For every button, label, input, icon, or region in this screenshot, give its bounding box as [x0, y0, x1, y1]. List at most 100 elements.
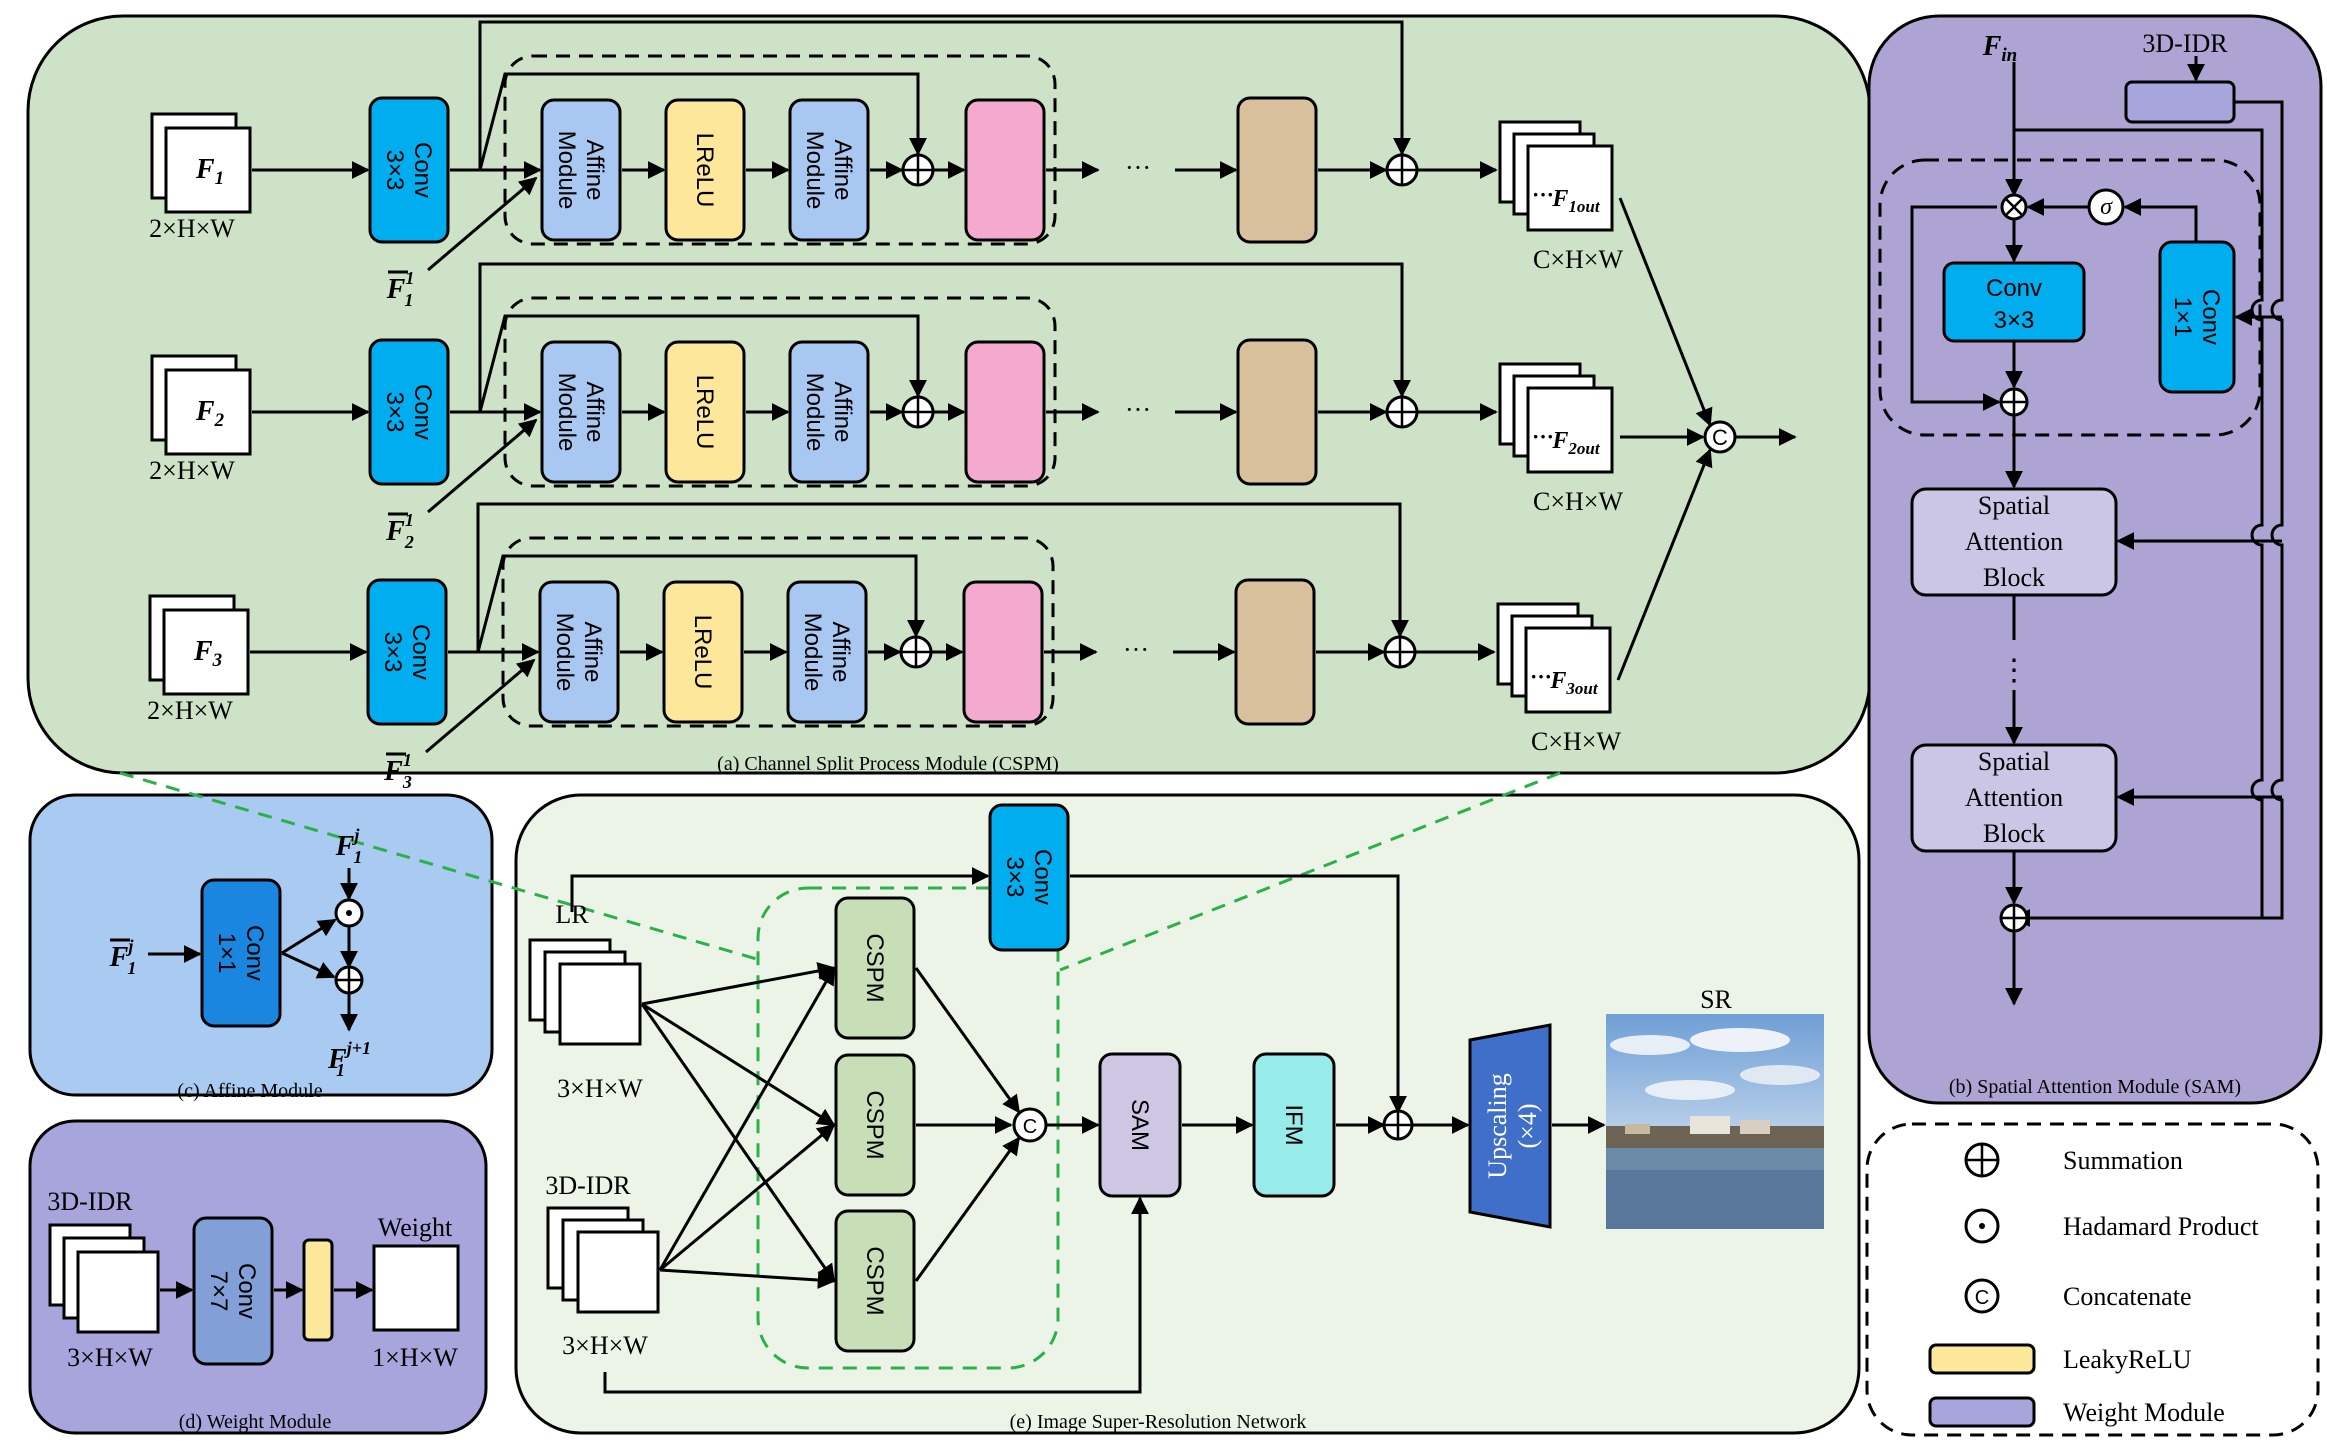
- legend-panel: [1865, 1122, 2320, 1437]
- svg-text:AffineModule: AffineModule: [799, 613, 854, 692]
- cspm-output-label: F1out: [1551, 186, 1600, 216]
- sr-label: SR: [1700, 985, 1732, 1014]
- svg-text:C: C: [1975, 1287, 1989, 1309]
- legend-concat-icon: [1964, 1278, 2000, 1314]
- cspm-input-label: F3: [193, 636, 222, 671]
- cspm-caption: (a) Channel Split Process Module (CSPM): [717, 753, 1059, 775]
- cspm-block-2: [834, 1053, 916, 1197]
- legend-leakyrelu: LeakyReLU: [2063, 1345, 2192, 1374]
- weight-input-label: 3D-IDR: [47, 1187, 133, 1216]
- cspm-lrelu: [664, 340, 746, 484]
- cspm-affine-module: [786, 580, 868, 724]
- network-ifm: [1252, 1052, 1336, 1198]
- sam-conv1x1: [2158, 240, 2236, 394]
- cspm-affine-module: [540, 340, 622, 484]
- svg-text:Conv1×1: Conv1×1: [213, 925, 268, 981]
- cspm-input-dims: 2×H×W: [147, 696, 233, 725]
- network-concat: [1012, 1107, 1048, 1143]
- concat-symbol: [1703, 420, 1737, 454]
- cspm-block-3: [834, 1209, 916, 1353]
- legend-weight: Weight Module: [2063, 1398, 2225, 1427]
- cspm-pink-block: [964, 98, 1046, 242]
- svg-text:IFM: IFM: [1280, 1104, 1307, 1145]
- cspm-output-label: F2out: [1551, 428, 1600, 458]
- concat-label: C: [1712, 425, 1728, 450]
- cspm-affine-block: [503, 54, 1057, 246]
- cspm-lrelu: [664, 98, 746, 242]
- svg-text:Conv3×3: Conv3×3: [1001, 849, 1056, 905]
- cspm-affine-module: [538, 580, 620, 724]
- legend-leakyrelu-icon: [1928, 1343, 2036, 1375]
- svg-text:⋮: ⋮: [1999, 654, 2029, 687]
- cspm-conv3x3: [368, 338, 450, 486]
- network-sam: [1098, 1052, 1182, 1198]
- cspm-conv3x3: [366, 578, 448, 726]
- cspm-tan-block: [1236, 338, 1318, 486]
- cspm-output-dims: C×H×W: [1533, 245, 1623, 274]
- weight-conv7x7: [192, 1216, 274, 1366]
- cspm-affine-block: [501, 536, 1055, 728]
- svg-text:···: ···: [1532, 182, 1554, 207]
- svg-text:Conv3×3: Conv3×3: [1986, 275, 2042, 334]
- svg-text:σ: σ: [2100, 194, 2113, 220]
- svg-text:Conv7×7: Conv7×7: [205, 1263, 260, 1319]
- affine-caption: (c) Affine Module: [177, 1080, 322, 1102]
- svg-text:Conv3×3: Conv3×3: [381, 142, 436, 198]
- cspm-ellipsis: ···: [1125, 395, 1151, 424]
- cspm-group-outline: [756, 886, 1060, 1370]
- sam-weight-module: [2124, 80, 2236, 124]
- svg-text:AffineModule: AffineModule: [553, 131, 608, 210]
- cspm-pink-block: [964, 340, 1046, 484]
- sam-idr-label: 3D-IDR: [2142, 29, 2228, 58]
- cspm-conv3x3: [368, 96, 450, 244]
- cspm-affine-module: [788, 340, 870, 484]
- idr-label: 3D-IDR: [545, 1171, 631, 1200]
- svg-text:AffineModule: AffineModule: [551, 613, 606, 692]
- legend: Summation Hadamard Product C Concatenate…: [1928, 1142, 2259, 1428]
- cspm-tan-block: [1236, 96, 1318, 244]
- cspm-affine-module: [788, 98, 870, 242]
- cspm-output-label: F3out: [1549, 668, 1598, 698]
- cspm-input-label: F2: [195, 396, 225, 431]
- network-conv3x3: [988, 803, 1070, 952]
- cspm-tan-block: [1234, 578, 1316, 726]
- affine-conv1x1: [200, 878, 282, 1028]
- svg-text:3×H×W: 3×H×W: [562, 1331, 648, 1360]
- cspm-input-dims: 2×H×W: [149, 214, 235, 243]
- svg-text:C: C: [1023, 1116, 1037, 1138]
- svg-text:Conv1×1: Conv1×1: [2169, 289, 2224, 345]
- cspm-ellipsis: ···: [1125, 153, 1151, 182]
- cspm-ellipsis: ···: [1123, 635, 1149, 664]
- weight-lrelu: [302, 1238, 334, 1342]
- cspm-output-dims: C×H×W: [1533, 487, 1623, 516]
- legend-summation: Summation: [2063, 1146, 2183, 1175]
- sam-inner-block: [1878, 158, 2262, 437]
- sam-caption: (b) Spatial Attention Module (SAM): [1949, 1076, 2241, 1098]
- svg-text:3×H×W: 3×H×W: [557, 1074, 643, 1103]
- cspm-lrelu: [662, 580, 744, 724]
- spatial-attention-block-2: [1910, 743, 2118, 853]
- cspm-affine-module: [540, 98, 622, 242]
- sr-image: [1606, 1014, 1824, 1229]
- network-upscaling: [1468, 1023, 1552, 1229]
- svg-text:···: ···: [1532, 424, 1554, 449]
- svg-text:SAM: SAM: [1126, 1099, 1153, 1151]
- cspm-output-dims: C×H×W: [1531, 727, 1621, 756]
- weight-module: 3D-IDR 3×H×W Conv7×7 Weight 1×H×W (d) We…: [47, 1187, 460, 1433]
- legend-hadamard: Hadamard Product: [2063, 1212, 2259, 1241]
- svg-text:AffineModule: AffineModule: [801, 373, 856, 452]
- svg-text:1×H×W: 1×H×W: [372, 1343, 458, 1372]
